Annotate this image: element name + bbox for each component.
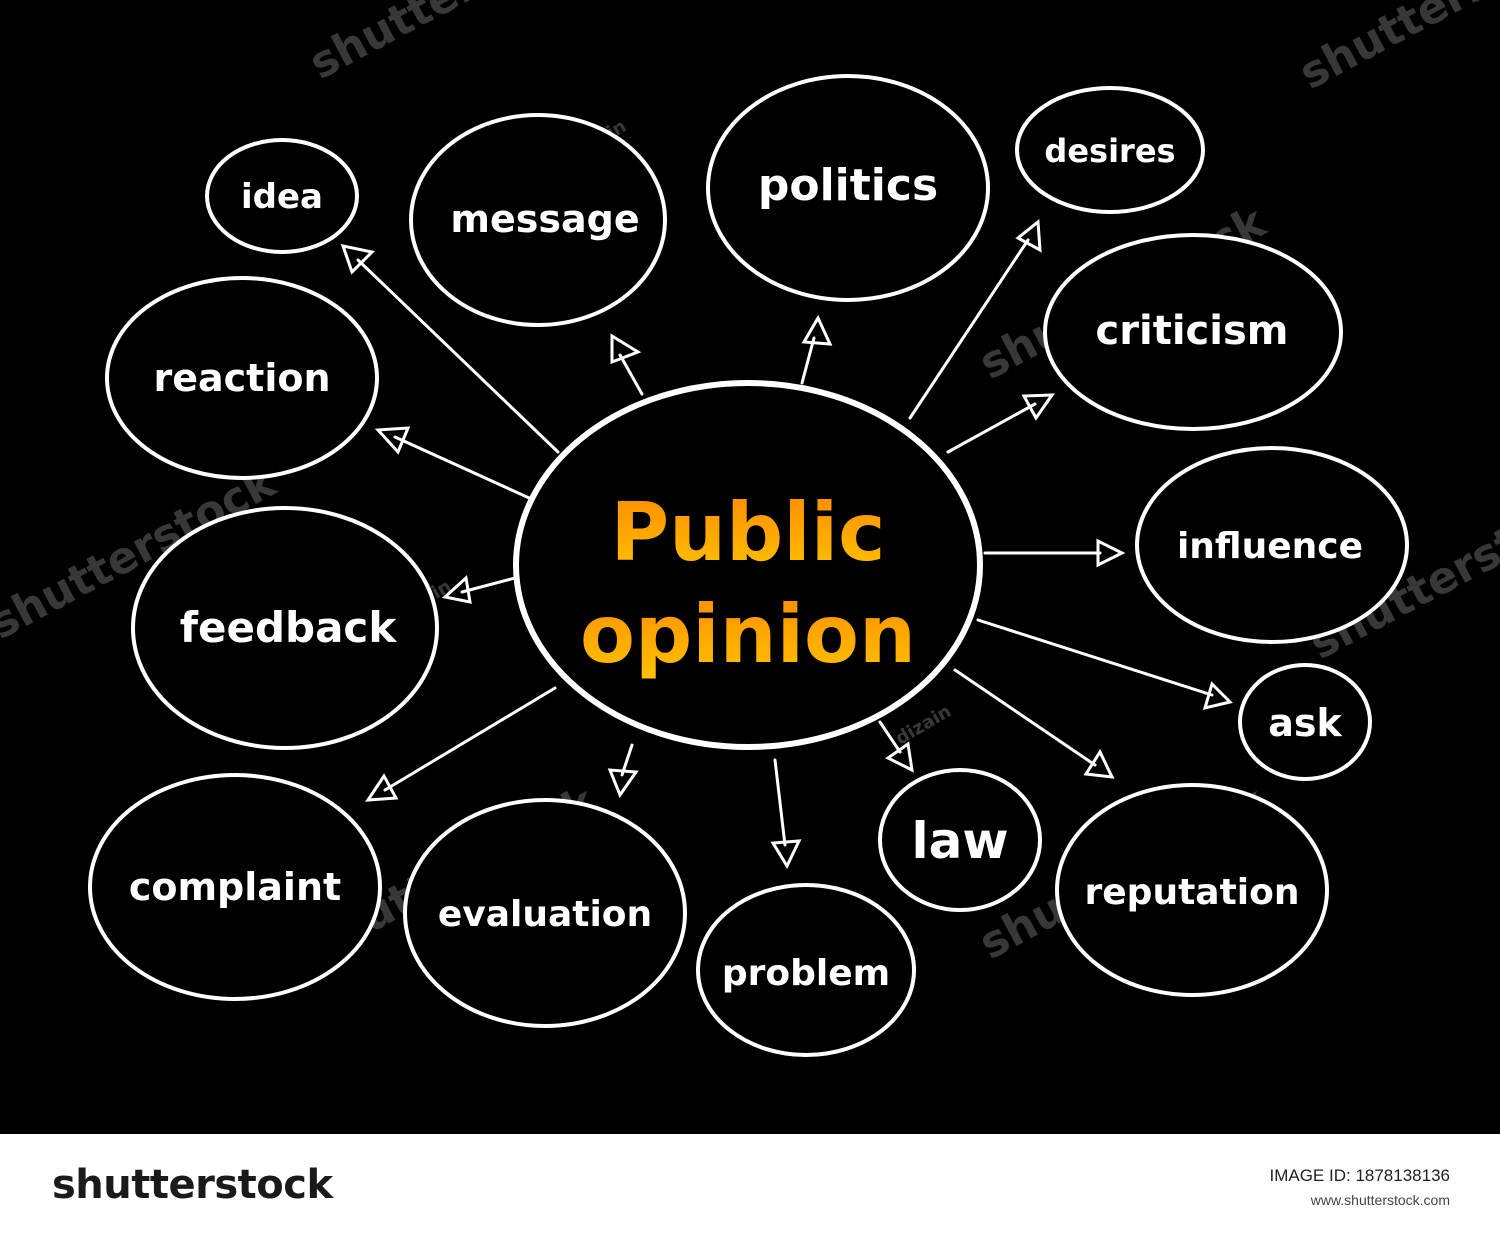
arrow-to-influence [983, 538, 1126, 568]
label-feedback: feedback [180, 603, 398, 652]
label-reaction: reaction [153, 356, 330, 400]
footer-brand-logo: shutterstock [52, 1162, 333, 1208]
node-politics [706, 74, 990, 302]
node-feedback [131, 506, 439, 750]
node-complaint [88, 773, 382, 1001]
watermark-text: shutterstock [301, 0, 605, 90]
node-labels: idea message politics desires criticism … [129, 132, 1363, 994]
label-evaluation: evaluation [438, 894, 652, 935]
label-message: message [450, 197, 639, 241]
center-title-line1: Public [610, 486, 885, 579]
label-influence: influence [1177, 526, 1363, 567]
arrow-to-idea [340, 243, 560, 454]
arrow-to-feedback [441, 575, 517, 604]
node-message [409, 113, 667, 327]
arrow-to-criticism [946, 393, 1055, 454]
center-node [513, 380, 983, 750]
label-reputation: reputation [1085, 872, 1300, 913]
arrow-to-reaction [374, 426, 540, 504]
node-outlines [88, 74, 1409, 1057]
node-ask [1238, 663, 1372, 781]
center-title-line2: opinion [580, 588, 916, 681]
arrow-to-message [610, 333, 644, 396]
node-law [878, 768, 1042, 912]
node-reputation [1055, 783, 1329, 997]
arrow-to-desires [908, 219, 1042, 420]
label-law: law [911, 812, 1008, 870]
watermark-author: dizain [892, 701, 955, 750]
footer-url: www.shutterstock.com [1310, 1192, 1450, 1208]
node-problem [696, 883, 916, 1057]
label-ask: ask [1268, 701, 1342, 745]
arrow-to-ask [976, 618, 1233, 711]
label-desires: desires [1044, 132, 1175, 170]
node-influence [1135, 446, 1409, 644]
arrow-to-reputation [953, 668, 1115, 779]
node-idea [205, 138, 359, 254]
arrow-to-politics [800, 314, 833, 385]
label-idea: idea [241, 177, 323, 217]
node-evaluation [403, 798, 687, 1028]
stock-footer: shutterstock IMAGE ID: 1878138136 www.sh… [0, 1134, 1500, 1234]
arrow-to-complaint [365, 686, 557, 802]
node-desires [1015, 86, 1205, 214]
arrow-to-problem [770, 758, 802, 870]
arrow-to-evaluation [607, 743, 639, 799]
label-politics: politics [758, 160, 938, 211]
node-reaction [105, 276, 379, 480]
arrow-to-law [878, 720, 914, 773]
node-criticism [1043, 233, 1343, 431]
label-problem: problem [722, 953, 890, 994]
label-criticism: criticism [1096, 308, 1289, 354]
label-complaint: complaint [129, 865, 341, 909]
connector-layer [340, 219, 1233, 870]
footer-image-id: IMAGE ID: 1878138136 [1269, 1166, 1450, 1185]
watermark-text: shutterstock [1291, 0, 1500, 100]
